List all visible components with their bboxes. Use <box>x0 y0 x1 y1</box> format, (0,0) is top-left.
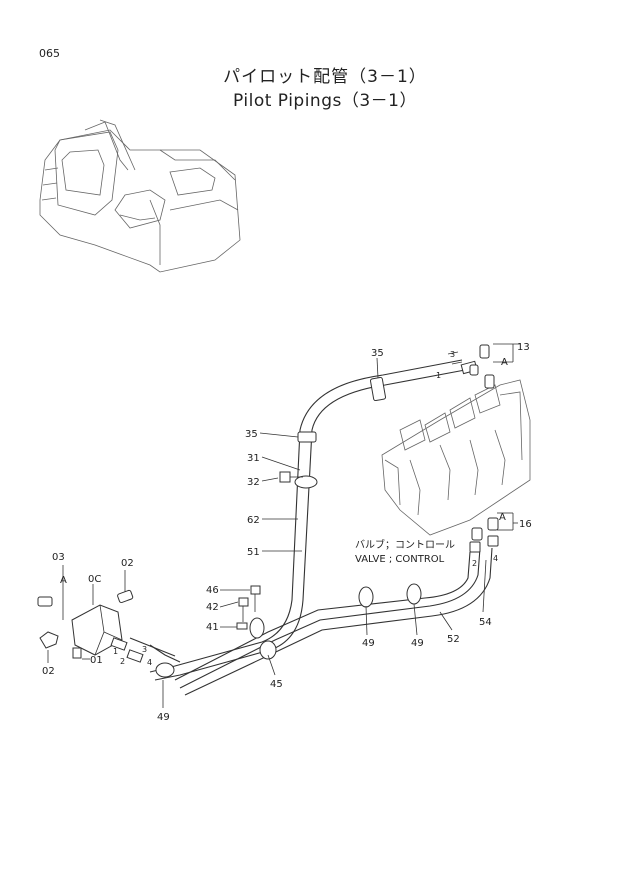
label-49-right: 49 <box>411 638 424 649</box>
label-51: 51 <box>247 547 260 558</box>
label-49-mid: 49 <box>362 638 375 649</box>
pipe-hoses <box>129 359 493 696</box>
label-42: 42 <box>206 602 219 613</box>
label-62: 62 <box>247 515 260 526</box>
valve-note: バルブ；コントロール VALVE ; CONTROL <box>355 538 455 565</box>
title-japanese: パイロット配管（3－1） <box>223 67 427 87</box>
port-4-block: 4 <box>147 658 152 667</box>
valve-note-jp: バルブ；コントロール <box>355 538 455 551</box>
label-13: 13 <box>517 342 530 353</box>
label-45: 45 <box>270 679 283 690</box>
port-2-bottom: 2 <box>472 559 477 568</box>
label-a-top: A <box>501 357 508 368</box>
label-02-right: 02 <box>121 558 134 569</box>
top-fittings <box>447 344 495 389</box>
label-54: 54 <box>479 617 492 628</box>
label-a-right: A <box>499 512 506 523</box>
label-46: 46 <box>206 585 219 596</box>
label-01: 01 <box>90 655 103 666</box>
page-number: 065 <box>39 47 60 60</box>
label-31: 31 <box>247 453 260 464</box>
label-02-left: 02 <box>42 666 55 677</box>
bolts <box>236 471 303 630</box>
label-16: 16 <box>519 519 532 530</box>
label-52: 52 <box>447 634 460 645</box>
label-03: 03 <box>52 552 65 563</box>
port-1-block: 1 <box>113 647 118 656</box>
callout-labels: 35 13 A 35 31 32 62 51 16 A 03 A 0C 02 0… <box>42 342 532 723</box>
valve-fittings <box>469 517 499 553</box>
valve-note-en: VALVE ; CONTROL <box>355 554 445 565</box>
pilot-block <box>37 589 144 663</box>
label-a-left: A <box>60 575 67 586</box>
leader-lines <box>47 343 520 708</box>
label-35-mid: 35 <box>245 429 258 440</box>
excavator-sketch <box>39 119 241 273</box>
label-35-top: 35 <box>371 348 384 359</box>
port-2-block: 2 <box>120 657 125 666</box>
port-4-bottom: 4 <box>493 554 498 563</box>
label-0c: 0C <box>88 574 101 585</box>
port-3-block: 3 <box>142 645 147 654</box>
port-1-top: 1 <box>436 371 441 380</box>
port-3-top: 3 <box>450 350 455 359</box>
label-49-left: 49 <box>157 712 170 723</box>
control-valve-sketch <box>381 379 531 536</box>
title-english: Pilot Pipings（3－1） <box>233 91 417 111</box>
label-32: 32 <box>247 477 260 488</box>
clamps <box>155 376 422 678</box>
label-41: 41 <box>206 622 219 633</box>
